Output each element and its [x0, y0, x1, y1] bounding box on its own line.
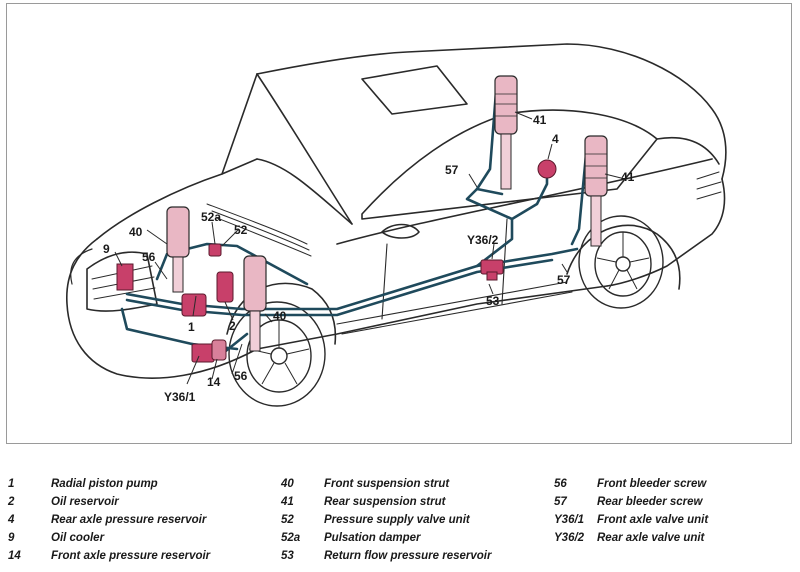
callout-52a: 52a [201, 210, 221, 224]
car-suspension-illustration: 41 41 4 57 57 Y36/2 53 40 40 9 56 56 52a… [66, 43, 727, 407]
legend-number: 52 [281, 514, 294, 526]
legend-description: Return flow pressure reservoir [324, 550, 492, 562]
legend-number: 53 [281, 550, 294, 562]
legend-description: Rear bleeder screw [597, 496, 703, 508]
legend-number: Y36/1 [554, 514, 585, 526]
legend-description: Pressure supply valve unit [324, 514, 470, 526]
car-body-outline [66, 43, 727, 379]
rear-strut-left [494, 75, 518, 190]
legend-number: 4 [8, 514, 15, 526]
legend-number: 41 [281, 496, 294, 508]
front-strut-left [166, 206, 190, 293]
legend-number: 9 [8, 532, 15, 544]
callout-1: 1 [188, 320, 195, 334]
callout-56-left: 56 [142, 250, 156, 264]
callout-40-left: 40 [129, 225, 143, 239]
legend-description: Front axle valve unit [597, 514, 709, 526]
callout-56-right: 56 [234, 369, 248, 383]
legend-description: Rear axle valve unit [597, 532, 705, 544]
callout-57-lower: 57 [557, 273, 571, 287]
legend-description: Rear axle pressure reservoir [51, 514, 207, 526]
hydraulic-components [116, 159, 557, 363]
legend-number: 14 [8, 550, 21, 562]
legend-description: Radial piston pump [51, 478, 158, 490]
legend-description: Rear suspension strut [324, 496, 446, 508]
callout-y36-2: Y36/2 [467, 233, 499, 247]
callout-52: 52 [234, 223, 248, 237]
radial-piston-pump [181, 293, 207, 317]
callout-40-right: 40 [273, 309, 287, 323]
rear-strut-right [584, 135, 608, 247]
legend-number: 52a [281, 532, 301, 544]
callout-57-upper: 57 [445, 163, 459, 177]
legend-description: Pulsation damper [324, 532, 421, 544]
legend-description: Front axle pressure reservoir [51, 550, 211, 562]
callout-41-upper: 41 [533, 113, 547, 127]
callout-41-lower: 41 [621, 170, 635, 184]
callout-4: 4 [552, 132, 559, 146]
legend-number: 2 [8, 496, 15, 508]
oil-reservoir [216, 271, 234, 303]
diagram-frame: 41 41 4 57 57 Y36/2 53 40 40 9 56 56 52a… [6, 3, 792, 444]
callout-9: 9 [103, 242, 110, 256]
legend-number: Y36/2 [554, 532, 585, 544]
callout-y36-1: Y36/1 [164, 390, 196, 404]
legend-description: Oil reservoir [51, 496, 119, 508]
legend-number: 57 [554, 496, 567, 508]
front-axle-pressure-reservoir [211, 339, 227, 361]
rear-wheel [578, 215, 664, 309]
front-axle-valve-unit [191, 343, 215, 363]
callout-leaders [114, 111, 622, 385]
legend-number: 1 [8, 478, 15, 490]
callout-14: 14 [207, 375, 221, 389]
legend-description: Oil cooler [51, 532, 105, 544]
legend-description: Front bleeder screw [597, 478, 707, 490]
return-flow-pressure-reservoir [486, 271, 498, 281]
front-strut-right [243, 255, 267, 352]
pressure-supply-valve-unit [208, 243, 222, 257]
legend-number: 40 [281, 478, 294, 490]
legend-description: Front suspension strut [324, 478, 450, 490]
legend-number: 56 [554, 478, 567, 490]
rear-axle-pressure-reservoir [537, 159, 557, 179]
oil-cooler [116, 263, 134, 291]
callout-53: 53 [486, 294, 500, 308]
callout-2: 2 [229, 319, 236, 333]
